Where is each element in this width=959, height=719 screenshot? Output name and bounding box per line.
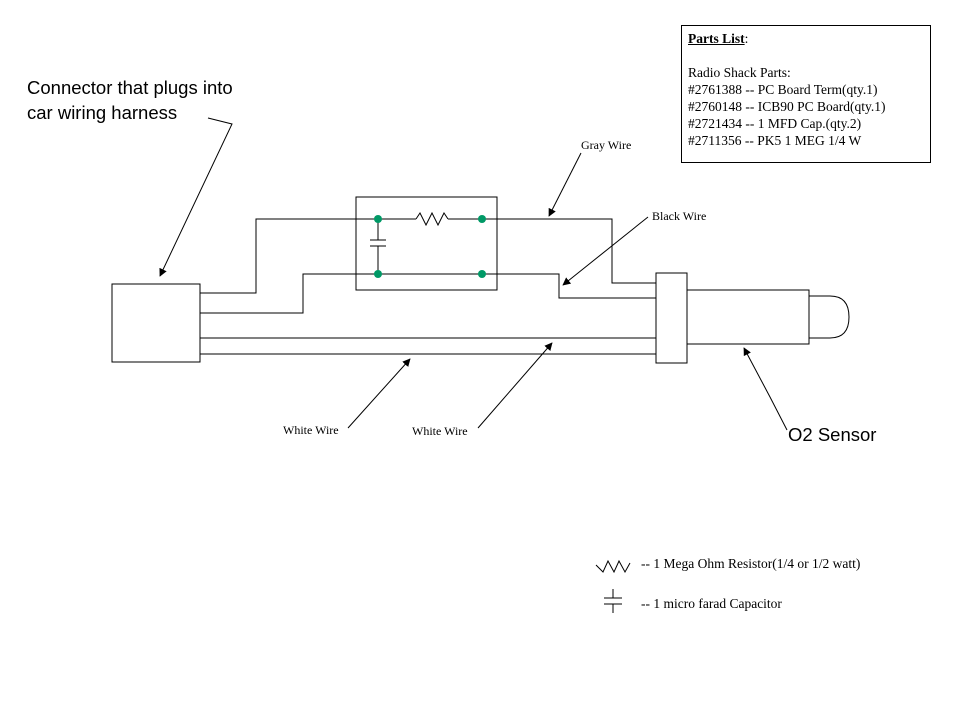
legend-resistor-text: -- 1 Mega Ohm Resistor(1/4 or 1/2 watt) (641, 556, 860, 571)
black-wire-right (482, 273, 656, 299)
parts-list-title: Parts List (688, 31, 745, 46)
legend-capacitor-text: -- 1 micro farad Capacitor (641, 596, 782, 611)
terminal-top-right (478, 215, 486, 223)
parts-list-heading: Radio Shack Parts: (688, 65, 791, 80)
parts-list-title-suffix: : (744, 31, 749, 46)
parts-list-title-line: Parts List: (688, 30, 924, 47)
terminal-bottom-left (374, 270, 382, 278)
gray-wire-pointer (548, 152, 582, 217)
connector-label-line1: Connector that plugs into (27, 77, 233, 98)
gray-wire-label: Gray Wire (581, 138, 631, 152)
white-wire-label-right: White Wire (412, 424, 468, 438)
black-wire-left (200, 273, 378, 314)
terminal-bottom-right (478, 270, 486, 278)
resistor-symbol (378, 211, 482, 227)
legend-resistor: -- 1 Mega Ohm Resistor(1/4 or 1/2 watt) (595, 556, 860, 574)
o2-sensor-symbol (655, 272, 850, 364)
white-wire-label-left: White Wire (283, 423, 339, 437)
gray-wire-left (200, 218, 378, 294)
o2-sensor-label: O2 Sensor (788, 424, 876, 445)
terminal-top-left (374, 215, 382, 223)
o2-sensor-pointer (743, 347, 788, 431)
parts-list-item: #2721434 -- 1 MFD Cap.(qty.2) (688, 116, 862, 131)
connector-label-line2: car wiring harness (27, 102, 177, 123)
connector-block (111, 283, 201, 363)
legend-resistor-icon (595, 559, 631, 574)
parts-list-item: #2761388 -- PC Board Term(qty.1) (688, 82, 878, 97)
white-wire-pointer-left (347, 358, 411, 429)
parts-list-item: #2760148 -- ICB90 PC Board(qty.1) (688, 99, 886, 114)
black-wire-pointer (562, 216, 649, 286)
legend-capacitor-icon (604, 589, 622, 613)
parts-list-item: #2711356 -- PK5 1 MEG 1/4 W (688, 133, 862, 148)
gray-wire-right (482, 218, 656, 284)
legend-capacitor: -- 1 micro farad Capacitor (604, 589, 782, 613)
white-wire-pointer-right (477, 342, 553, 429)
parts-list-box: Parts List: Radio Shack Parts: #2761388 … (681, 25, 931, 163)
connector-pointer (159, 117, 233, 277)
black-wire-label: Black Wire (652, 209, 706, 223)
